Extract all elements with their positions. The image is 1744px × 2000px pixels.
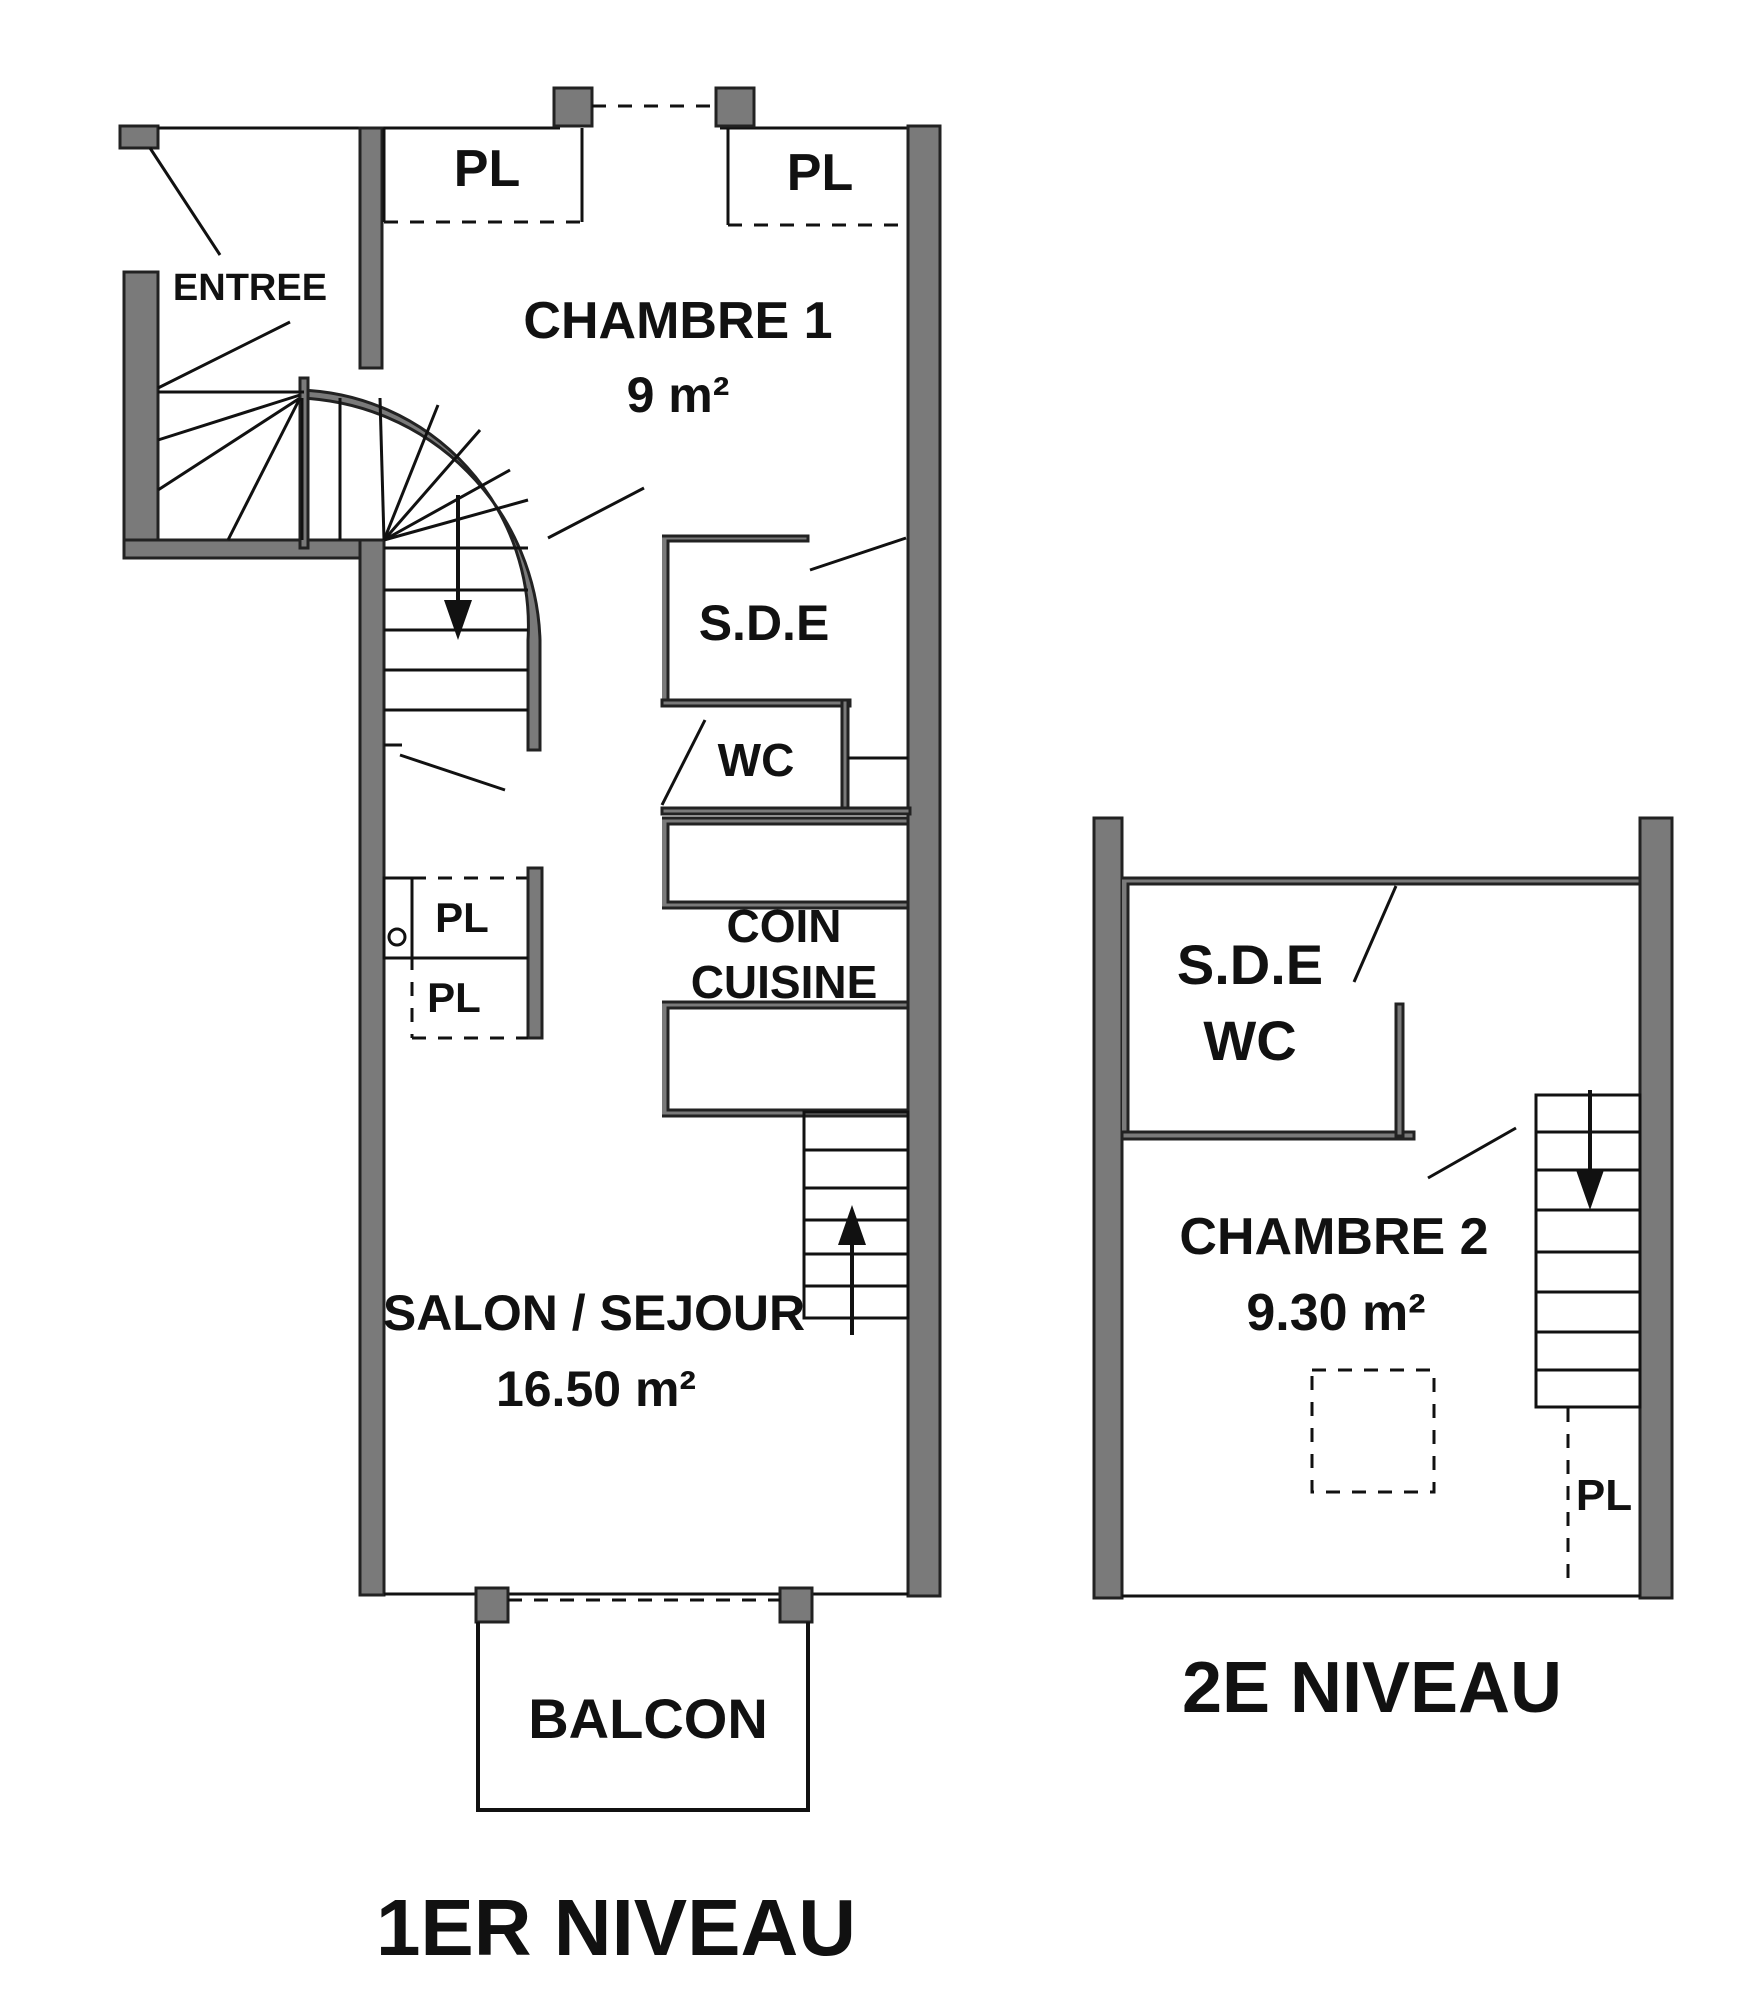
stair-left-post <box>298 376 310 550</box>
label-salon-area: 16.50 m² <box>496 1361 696 1417</box>
label-chambre2-area: 9.30 m² <box>1246 1284 1425 1342</box>
label-l2-wc: WC <box>1203 1009 1296 1072</box>
wall-entry-left <box>122 270 160 559</box>
l2-stair-arrow-down-icon <box>1576 1170 1604 1210</box>
label-balcon: BALCON <box>528 1687 768 1750</box>
l2-sde-bottom-wall <box>1120 1130 1416 1141</box>
stair-step-4 <box>226 397 302 541</box>
label-closet-mid-lower: PL <box>427 974 481 1021</box>
stair-step-2 <box>157 393 301 442</box>
label-coin: COIN <box>727 900 842 952</box>
stair-curved-wall <box>298 378 542 752</box>
label-closet-top-right: PL <box>787 144 853 202</box>
wall-l2-right <box>1638 816 1674 1600</box>
wall-entry-partition <box>358 126 384 370</box>
label-chambre1-name: CHAMBRE 1 <box>523 292 832 350</box>
level-2-title: 2E NIVEAU <box>1182 1648 1562 1728</box>
label-closet-top-left: PL <box>454 140 520 198</box>
stair-step-10 <box>383 468 511 542</box>
sde-wc-partition <box>660 698 852 708</box>
label-sde: S.D.E <box>699 595 830 651</box>
wc-door-swing <box>660 719 707 806</box>
wall-entry-top-stub <box>118 124 160 150</box>
stair-step-9 <box>382 429 482 541</box>
balcony-outline <box>476 1622 810 1812</box>
stair-step-8 <box>382 404 440 541</box>
stair-step-3 <box>157 396 301 492</box>
stair-arrow-down-icon <box>444 600 472 640</box>
label-cuisine: CUISINE <box>691 956 878 1008</box>
level-2-plan: S.D.E WC CHAMBRE 2 9.30 m² PL 2E NIVEAU <box>1092 816 1674 1728</box>
landing-door-swing <box>399 753 506 792</box>
label-entree: ENTREE <box>173 267 327 309</box>
wall-l2-left <box>1092 816 1124 1600</box>
l2-sde-door-swing <box>1352 885 1398 983</box>
label-closet-mid-upper: PL <box>435 894 489 941</box>
stair-arrow-up-icon <box>838 1205 866 1245</box>
level-1-plan: ENTREE CHAMBRE 1 9 m² PL PL S.D.E WC COI… <box>118 86 942 1972</box>
stair-straight-frame <box>802 1110 910 1320</box>
stair-step-7 <box>378 397 386 541</box>
label-l2-sde: S.D.E <box>1177 933 1323 996</box>
label-l2-closet: PL <box>1576 1471 1632 1520</box>
window-pillar-right <box>714 86 756 128</box>
chambre1-door-swing <box>547 486 645 540</box>
closet-mid-knob <box>387 927 407 947</box>
label-chambre1-area: 9 m² <box>627 367 730 423</box>
label-wc: WC <box>718 734 795 786</box>
level-1-title: 1ER NIVEAU <box>376 1883 856 1972</box>
wall-entry-bottom <box>122 538 366 560</box>
sde-door-swing <box>809 536 907 572</box>
window-pillar-left <box>552 86 594 128</box>
kitchen-counter-top <box>662 816 910 910</box>
closet-mid-right-wall <box>526 866 544 1040</box>
l2-sde-right-wall <box>1394 1002 1405 1138</box>
label-chambre2-name: CHAMBRE 2 <box>1179 1208 1488 1266</box>
balcony-pillar-right <box>778 1586 814 1624</box>
l2-skylight <box>1310 1368 1436 1494</box>
kitchen-counter-bottom <box>662 1000 910 1118</box>
l2-chambre2-door-swing <box>1427 1126 1517 1180</box>
wc-bottom-wall <box>660 806 912 816</box>
balcony-pillar-left <box>474 1586 510 1624</box>
entry-door-swing <box>148 147 222 256</box>
label-salon-name: SALON / SEJOUR <box>383 1285 805 1341</box>
wc-right-wall <box>840 698 850 814</box>
entry-pointer <box>157 320 291 390</box>
wall-main-right <box>906 124 942 1598</box>
wall-main-left <box>358 538 386 1597</box>
